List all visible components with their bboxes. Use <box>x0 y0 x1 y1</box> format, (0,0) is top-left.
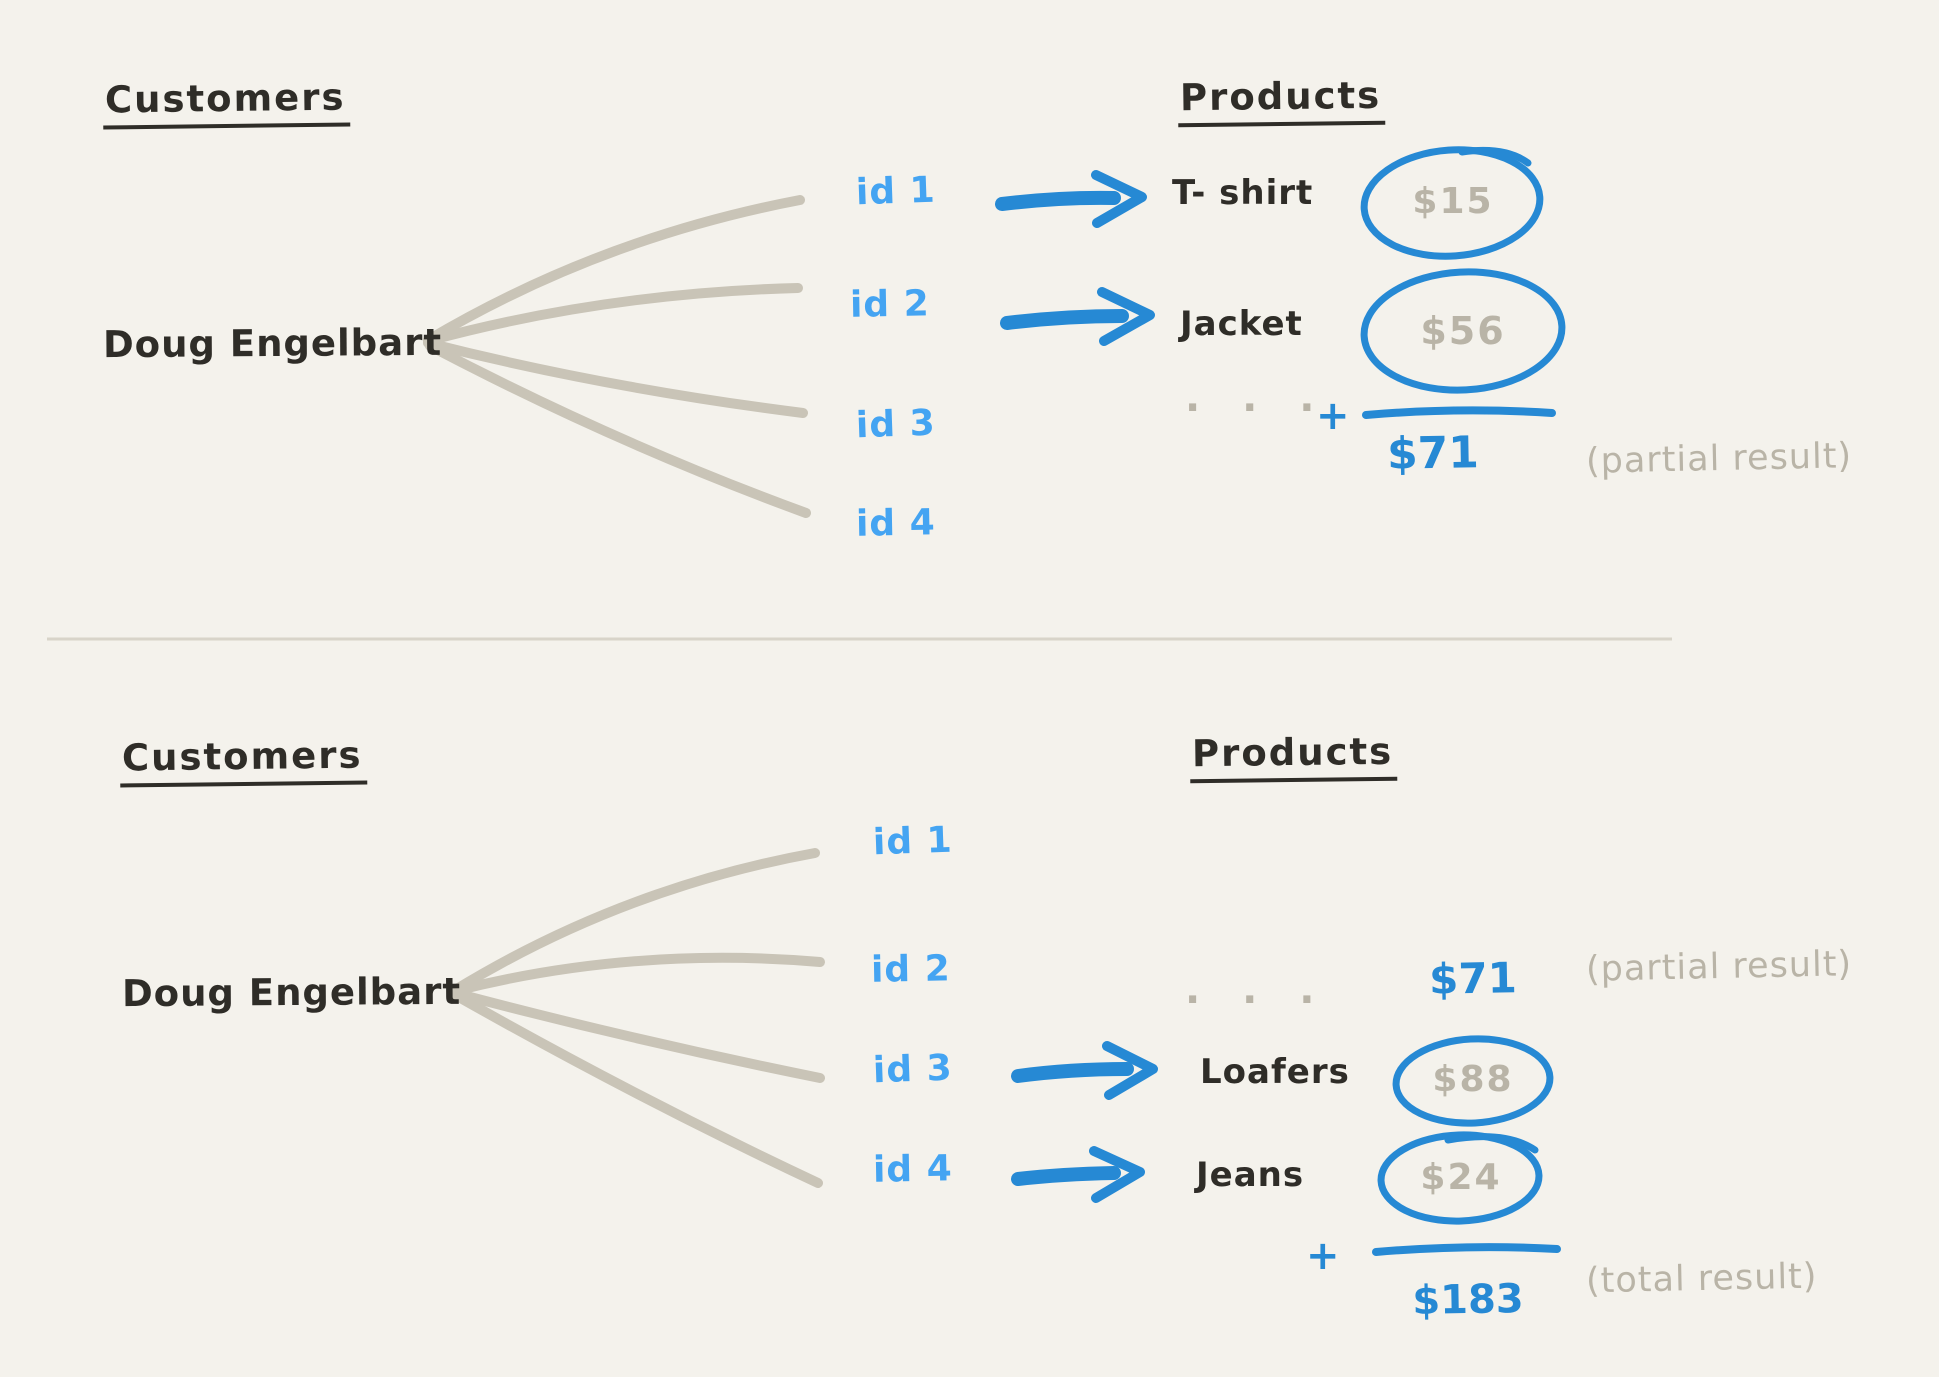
total-sum-value: $183 <box>1411 1276 1525 1324</box>
arrow-head-icon <box>1102 1041 1158 1100</box>
arrow-icon <box>1011 1166 1121 1186</box>
price-circle-overlap <box>1458 146 1532 167</box>
product-name: T- shirt <box>1172 173 1314 213</box>
ellipsis: · · · <box>1185 977 1329 1023</box>
customer-name: Doug Engelbart <box>102 320 443 367</box>
arrow-icon <box>995 190 1121 211</box>
id-label: id 2 <box>849 283 931 326</box>
id-label: id 3 <box>872 1047 954 1092</box>
plus-sign: + <box>1306 1233 1340 1279</box>
fan-line <box>423 195 805 345</box>
products-heading: Products <box>1177 74 1386 128</box>
product-name: Jeans <box>1196 1155 1305 1195</box>
price-circle <box>1360 146 1544 260</box>
sum-line <box>1372 1243 1561 1256</box>
product-price: $24 <box>1420 1157 1502 1198</box>
price-circle-overlap <box>1444 1133 1539 1154</box>
arrow-head-icon <box>1097 287 1155 346</box>
id-label: id 3 <box>855 402 937 447</box>
id-label: id 4 <box>855 502 937 545</box>
customers-heading: Customers <box>119 734 367 788</box>
price-circle <box>1360 268 1566 394</box>
fan-line <box>450 952 825 996</box>
id-label: id 4 <box>872 1148 954 1191</box>
product-price: $56 <box>1420 309 1506 353</box>
products-heading: Products <box>1189 730 1398 784</box>
partial-result-note: (partial result) <box>1585 436 1853 482</box>
customers-heading: Customers <box>102 76 350 130</box>
ellipsis: · · · <box>1185 385 1329 431</box>
product-price: $88 <box>1432 1059 1514 1100</box>
product-name: Jacket <box>1180 304 1303 344</box>
fan-line <box>452 991 823 1188</box>
product-price: $15 <box>1412 181 1494 222</box>
fan-line <box>450 988 825 1083</box>
fan-line <box>423 338 808 418</box>
arrow-head-icon <box>1089 1146 1145 1203</box>
total-result-note: (total result) <box>1585 1256 1818 1302</box>
arrow-icon <box>1000 309 1129 330</box>
customer-name: Doug Engelbart <box>121 969 462 1016</box>
carried-sum-value: $71 <box>1428 953 1518 1004</box>
partial-sum-value: $71 <box>1386 427 1480 480</box>
plus-sign: + <box>1316 393 1350 439</box>
id-label: id 1 <box>872 819 954 864</box>
price-circle <box>1392 1035 1554 1127</box>
arrow-icon <box>1011 1062 1134 1083</box>
arrow-head-icon <box>1091 170 1147 228</box>
sum-line <box>1362 406 1556 419</box>
partial-result-note: (partial result) <box>1585 944 1853 990</box>
fan-line <box>450 848 820 995</box>
product-name: Loafers <box>1200 1052 1350 1092</box>
id-label: id 2 <box>870 948 952 991</box>
fan-line <box>423 283 803 346</box>
id-label: id 1 <box>855 169 937 214</box>
fan-line <box>425 341 811 518</box>
